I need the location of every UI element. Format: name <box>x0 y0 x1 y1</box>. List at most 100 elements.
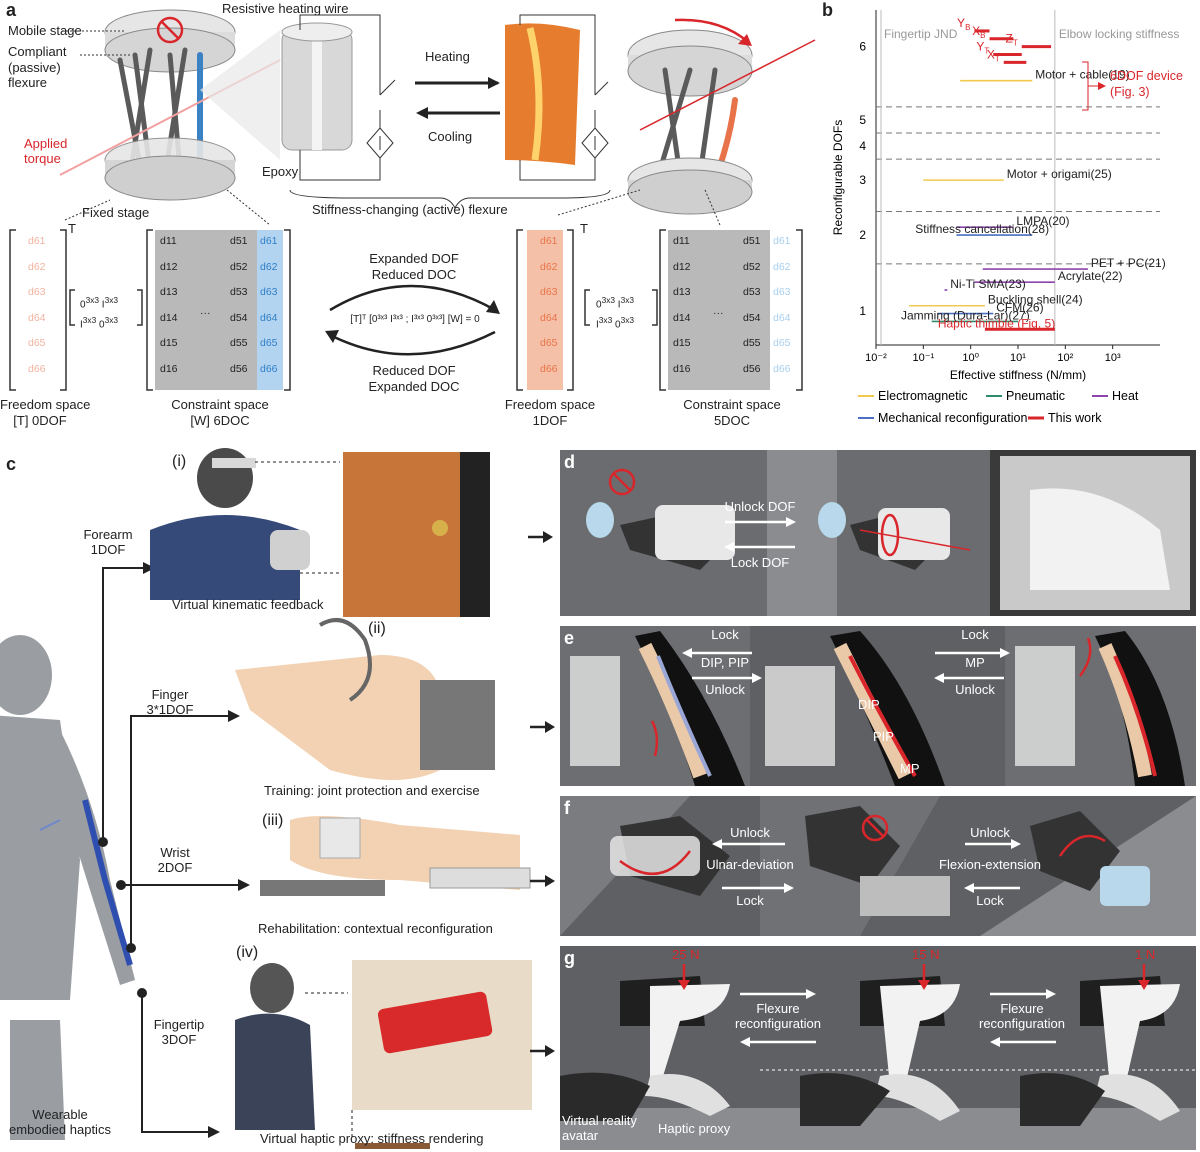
matrix-cell: d52 <box>743 260 761 273</box>
series-label: CFM(26) <box>996 301 1043 315</box>
matrix-cell: d64 <box>773 311 791 324</box>
matrix-ellipsis: ··· <box>713 307 724 319</box>
e-unlock-2: Unlock <box>955 682 995 697</box>
device-arrow <box>1098 82 1106 90</box>
legend-label: Electromagnetic <box>878 389 968 403</box>
panel-e: e Lock DIP, PIP Unlock Lock MP Unlock DI… <box>560 626 1196 786</box>
matrix-cell: d62 <box>773 260 791 273</box>
matrix-cell: d53 <box>743 286 761 298</box>
y-tick-label: 3 <box>859 173 866 187</box>
matrix-cell: d61 <box>260 235 278 247</box>
e-joints-2: MP <box>965 655 985 670</box>
matrix-cell: d15 <box>673 337 691 349</box>
matrix-cell: d12 <box>160 260 178 273</box>
expanded-dof-label: Expanded DOF <box>369 251 459 266</box>
fs0-sub: [T] 0DOF <box>13 413 67 428</box>
reference-label: Fingertip JND <box>884 27 958 41</box>
legend-label: Mechanical reconfiguration <box>878 411 1027 425</box>
panel-e-letter: e <box>564 628 575 648</box>
panel-a-illustration <box>9 9 816 391</box>
matrix-cell: d62 <box>540 260 558 273</box>
matrix-cell: d63 <box>773 286 791 298</box>
matrix-cell: d16 <box>673 362 691 375</box>
device-segment-label: XT <box>987 47 1000 63</box>
branch-fingertip-label: Fingertip 3DOF <box>153 1017 205 1047</box>
e-joints-1: DIP, PIP <box>700 655 750 670</box>
x-tick-label: 10¹ <box>1010 352 1026 364</box>
x-axis-title: Effective stiffness (N/mm) <box>950 368 1086 382</box>
haptic-proxy-label: Haptic proxy <box>658 1121 731 1136</box>
f-unlock-1: Unlock <box>730 825 770 840</box>
matrix-cell: d12 <box>673 260 691 273</box>
legend-label: This work <box>1048 411 1102 425</box>
matrix-cell: d66 <box>540 362 558 375</box>
matrix-cell: d15 <box>160 337 178 349</box>
matrix-cell: d63 <box>260 286 278 298</box>
branch-iv-roman: (iv) <box>236 944 259 961</box>
matrix-cell: d16 <box>160 362 178 375</box>
panel-d: d Unlock DOF Lock DOF <box>560 450 1196 616</box>
legend-label: Heat <box>1112 389 1139 403</box>
matrix-cell: d63 <box>540 286 558 298</box>
mobile-stage-label: Mobile stage <box>8 23 82 38</box>
matrix-cell: d53 <box>230 286 248 298</box>
reference-label: Elbow locking stiffness <box>1059 27 1180 41</box>
series-label: Haptic thimble (Fig. 5) <box>938 316 1055 330</box>
branch-forearm-label: Forearm 1DOF <box>83 527 133 557</box>
reduced-doc-label: Reduced DOC <box>371 267 457 282</box>
f-unlock-2: Unlock <box>970 825 1010 840</box>
y-tick-label: 1 <box>859 304 866 318</box>
matrix-cell: d62 <box>260 260 278 273</box>
matrix-cell: d54 <box>743 311 761 324</box>
matrix-cell: d54 <box>230 311 248 324</box>
force-15n: 15 N <box>912 947 940 962</box>
y-tick-label: 2 <box>859 228 866 242</box>
matrix-cell: d55 <box>230 337 248 349</box>
device-segment-label: XB <box>972 24 985 40</box>
cs6-sub: [W] 6DOC <box>190 413 250 428</box>
matrix-cell: d64 <box>540 311 558 324</box>
resistive-wire-label: Resistive heating wire <box>222 1 349 16</box>
panel-g: g 25 N 15 N 1 N Flexure reconfiguration … <box>560 946 1196 1150</box>
branch-iv-caption: Virtual haptic proxy: stiffness renderin… <box>260 1131 484 1146</box>
unlock-dof-label: Unlock DOF <box>724 499 796 514</box>
x-tick-label: 10⁻¹ <box>912 352 934 364</box>
e-unlock-1: Unlock <box>705 682 745 697</box>
matrix-cell: d61 <box>773 235 791 247</box>
active-flexure-label: Stiffness-changing (active) flexure <box>312 202 508 217</box>
branch-i-roman: (i) <box>172 453 187 470</box>
matrix-cell: d62 <box>28 260 46 273</box>
series-label: Motor + cable(19) <box>1035 68 1129 82</box>
matrix-cell: d63 <box>28 286 46 298</box>
cs5-sub: 5DOC <box>713 413 751 428</box>
transpose-mark-2: T <box>580 221 588 236</box>
cooling-label: Cooling <box>428 129 473 144</box>
dip-label: DIP <box>858 697 880 712</box>
vr-avatar-label: Virtual reality avatar <box>562 1113 637 1143</box>
transform-equation: [T]ᵀ [0³ˣ³ I³ˣ³ ; I³ˣ³ 0³ˣ³] [W] = 0 <box>350 314 480 325</box>
force-1n: 1 N <box>1135 947 1156 962</box>
y-axis-title: Reconfigurable DOFs <box>831 120 845 235</box>
legend-label: Pneumatic <box>1006 389 1065 403</box>
lock-dof-label: Lock DOF <box>730 555 790 570</box>
cs6-title: Constraint space <box>171 397 269 412</box>
panel-f-letter: f <box>564 798 570 818</box>
panel-f: f Unlock Ulnar-deviation Lock Unlock Fle… <box>560 796 1196 936</box>
matrix-cell: d14 <box>673 311 691 324</box>
matrix-cell: d65 <box>540 337 558 349</box>
cs5-title: Constraint space <box>683 397 781 412</box>
branch-i-caption: Virtual kinematic feedback <box>172 597 324 612</box>
matrix-cell: d11 <box>160 235 177 247</box>
pip-label: PIP <box>873 729 894 744</box>
series-label: Motor + origami(25) <box>1007 167 1112 181</box>
matrix-cell: d61 <box>540 235 558 247</box>
wearable-haptics-label: Wearable embodied haptics <box>9 1107 111 1137</box>
branch-iii-caption: Rehabilitation: contextual reconfigurati… <box>258 921 493 936</box>
heating-label: Heating <box>425 49 470 64</box>
panel-d-letter: d <box>564 452 575 472</box>
series-label: Ni-Ti SMA(23) <box>950 277 1026 291</box>
x-tick-label: 10⁻² <box>865 352 887 364</box>
panel-c-illustration <box>0 448 555 1149</box>
series-label: PET + PC(21) <box>1091 256 1166 270</box>
